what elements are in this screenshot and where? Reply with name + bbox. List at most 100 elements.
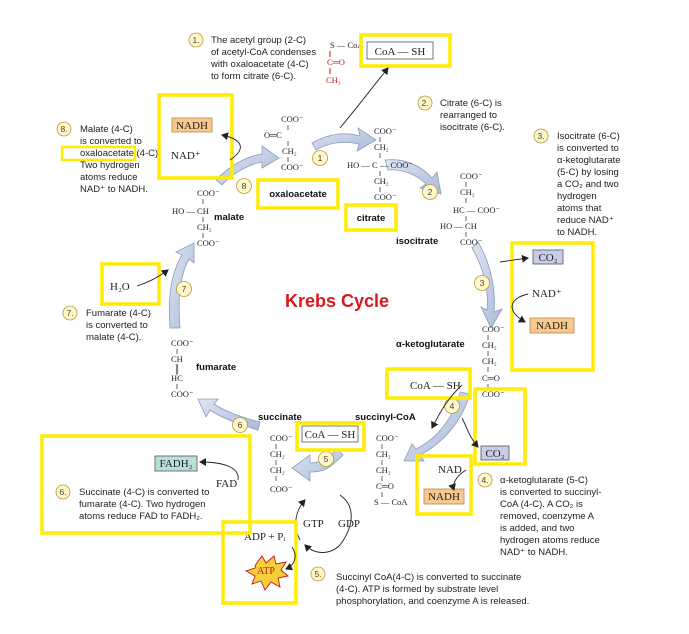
nadh-step-4: NAD NADH (415, 454, 473, 516)
svg-text:atoms reduce FAD to FADH₂.: atoms reduce FAD to FADH₂. (79, 511, 203, 522)
svg-text:GTP: GTP (303, 518, 324, 530)
circle-num-1: 1 (312, 150, 328, 166)
svg-text:reduce NAD⁺: reduce NAD⁺ (557, 215, 614, 226)
coa-sh-in-step-4: CoA — SH (385, 367, 472, 429)
cycle-arrow-7 (168, 242, 195, 329)
svg-text:α-ketoglutarate: α-ketoglutarate (396, 339, 465, 350)
svg-text:succinyl-CoA: succinyl-CoA (355, 412, 416, 423)
co2-step-4: CO₂ (461, 387, 527, 466)
svg-text:α-ketoglutarate: α-ketoglutarate (557, 155, 621, 166)
svg-text:COO⁻: COO⁻ (460, 171, 483, 181)
svg-text:7.: 7. (66, 308, 73, 318)
svg-text:hydrogen: hydrogen (557, 191, 597, 202)
circle-num-4: 4 (444, 398, 460, 414)
step-4: 4. α-ketoglutarate (5-C) is converted to… (477, 472, 601, 558)
step-3: 3. Isocitrate (6-C) is converted to α-ke… (533, 128, 621, 238)
svg-text:3.: 3. (537, 131, 544, 141)
svg-text:CH₂: CH₂ (482, 340, 497, 350)
svg-text:is converted to: is converted to (86, 320, 148, 331)
svg-text:C═O: C═O (376, 481, 394, 491)
svg-text:Two hydrogen: Two hydrogen (80, 160, 140, 171)
svg-text:is added, and two: is added, and two (500, 523, 574, 534)
svg-text:COO⁻: COO⁻ (270, 484, 293, 494)
svg-text:6.: 6. (59, 487, 66, 497)
svg-text:is converted to: is converted to (557, 143, 619, 154)
svg-text:COO⁻: COO⁻ (270, 433, 293, 443)
coa-sh-released-5: CoA — SH (295, 421, 366, 452)
svg-text:COO⁻: COO⁻ (482, 389, 505, 399)
svg-text:CH₂: CH₂ (282, 146, 297, 156)
svg-text:a CO₂ and two: a CO₂ and two (557, 179, 619, 190)
svg-text:S — CoA: S — CoA (330, 40, 364, 50)
svg-text:CoA — SH: CoA — SH (305, 429, 356, 441)
succinyl-coa-molecule: succinyl-CoA COO⁻ CH₂ CH₂ C═O S — CoA (355, 412, 416, 507)
svg-text:ATP: ATP (257, 566, 275, 577)
svg-text:CO₂: CO₂ (538, 252, 557, 264)
svg-text:4.: 4. (481, 475, 488, 485)
svg-text:1.: 1. (192, 35, 199, 45)
svg-text:CH₂: CH₂ (460, 187, 475, 197)
malate-molecule: COO⁻ HO — CH CH₂ COO⁻ malate (172, 188, 244, 248)
fumarate-molecule: COO⁻ CH ║ HC COO⁻ fumarate (171, 338, 236, 399)
svg-text:(4-C). ATP is formed by substr: (4-C). ATP is formed by substrate level (336, 584, 498, 595)
svg-text:α-ketoglutarate (5-C): α-ketoglutarate (5-C) (500, 475, 588, 486)
svg-text:C═O: C═O (482, 373, 500, 383)
svg-text:COO⁻: COO⁻ (374, 126, 397, 136)
svg-text:CH: CH (171, 354, 183, 364)
svg-text:(5-C) by losing: (5-C) by losing (557, 167, 619, 178)
svg-text:H₂O: H₂O (110, 281, 130, 293)
acetyl-coa-structure: S — CoA C═O CH₃ (326, 40, 364, 85)
cycle-arrow-1 (311, 127, 377, 152)
svg-text:CO₂: CO₂ (485, 448, 504, 460)
svg-text:succinate: succinate (258, 412, 302, 423)
step-1: 1. The acetyl group (2-C) of acetyl-CoA … (188, 32, 316, 82)
svg-text:HC — COO⁻: HC — COO⁻ (453, 205, 501, 215)
svg-text:to form citrate (6-C).: to form citrate (6-C). (211, 71, 296, 82)
svg-text:Malate (4-C): Malate (4-C) (80, 124, 133, 135)
svg-text:removed, coenzyme A: removed, coenzyme A (500, 511, 595, 522)
svg-text:fumarate: fumarate (196, 362, 236, 373)
svg-text:COO⁻: COO⁻ (171, 338, 194, 348)
circle-num-6: 6 (232, 417, 248, 433)
svg-text:NAD⁺ to NADH.: NAD⁺ to NADH. (80, 184, 148, 195)
step-5: 5. Succinyl CoA(4-C) is converted to suc… (310, 566, 529, 607)
svg-text:8: 8 (242, 181, 247, 191)
step-7: 7. Fumarate (4-C) is converted to malate… (62, 305, 151, 343)
svg-text:COO⁻: COO⁻ (197, 188, 220, 198)
step-2: 2. Citrate (6-C) is rearranged to isocit… (417, 95, 505, 133)
svg-text:COO⁻: COO⁻ (171, 389, 194, 399)
svg-text:with oxaloacetate (4-C): with oxaloacetate (4-C) (210, 59, 309, 70)
svg-text:CH₂: CH₂ (482, 356, 497, 366)
svg-text:NADH: NADH (176, 120, 208, 132)
step-8: 8. Malate (4-C) is converted to oxaloace… (56, 121, 158, 195)
svg-text:CH₃: CH₃ (326, 75, 341, 85)
svg-text:is converted to succinyl-: is converted to succinyl- (500, 487, 601, 498)
svg-text:COO⁻: COO⁻ (374, 192, 397, 202)
svg-text:COO⁻: COO⁻ (281, 114, 304, 124)
svg-text:4: 4 (450, 401, 455, 411)
svg-text:NAD⁺: NAD⁺ (532, 288, 562, 300)
circle-num-5: 5 (318, 451, 334, 467)
cycle-arrow-5 (291, 448, 344, 482)
svg-text:fumarate (4-C). Two hydrogen: fumarate (4-C). Two hydrogen (79, 499, 206, 510)
svg-text:Fumarate (4-C): Fumarate (4-C) (86, 308, 151, 319)
svg-text:ADP + Pᵢ: ADP + Pᵢ (244, 531, 285, 543)
svg-text:CH₂: CH₂ (376, 449, 391, 459)
co2-nadh-step-3: CO₂ NAD⁺ NADH (499, 241, 595, 372)
svg-text:2: 2 (428, 187, 433, 197)
circle-num-7: 7 (176, 281, 192, 297)
svg-text:6: 6 (238, 420, 243, 430)
svg-text:COO⁻: COO⁻ (197, 238, 220, 248)
svg-text:5: 5 (324, 454, 329, 464)
svg-text:Isocitrate (6-C): Isocitrate (6-C) (557, 131, 620, 142)
svg-text:NADH: NADH (536, 320, 568, 332)
svg-text:isocitrate: isocitrate (396, 236, 438, 247)
svg-text:FAD: FAD (216, 478, 237, 490)
svg-text:phosphorylation, and coenzyme: phosphorylation, and coenzyme A is relea… (336, 596, 529, 607)
svg-text:HC: HC (171, 373, 183, 383)
oxaloacetate-molecule: COO⁻ O═C CH₂ COO⁻ oxaloacetate (256, 114, 340, 210)
svg-text:S — CoA: S — CoA (374, 497, 408, 507)
svg-text:CH₂: CH₂ (374, 142, 389, 152)
gtp-gdp-atp-cycle: GTP GDP ADP + Pᵢ ATP (221, 494, 360, 605)
